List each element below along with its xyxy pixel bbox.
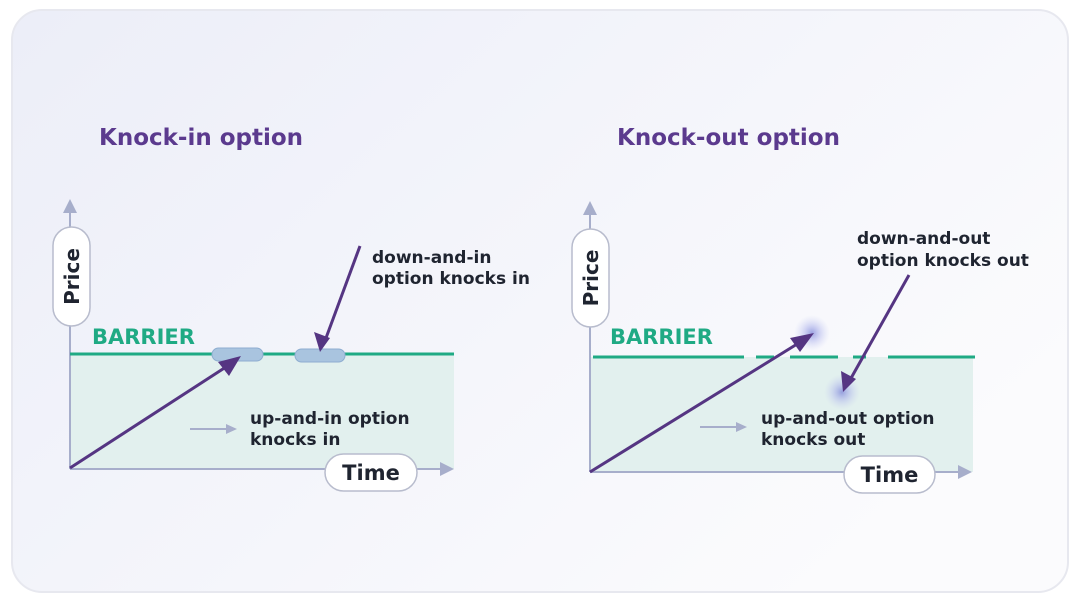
knock-out-down-annotation: down-and-out option knocks out (857, 229, 1029, 271)
knock-in-price-label: Price (60, 248, 84, 305)
knock-out-down-price-path (848, 274, 911, 381)
knock-out-up-arrowhead (790, 333, 814, 352)
knock-in-title: Knock-in option (99, 125, 303, 151)
knock-in-down-price-path (324, 245, 362, 339)
knock-in-up-price-path (69, 363, 230, 470)
knock-out-down-annotation-line2: option knocks out (857, 251, 1029, 271)
knock-out-price-label: Price (579, 250, 603, 307)
knock-in-panel: Knock-in option BARRIER Price Time down-… (52, 125, 530, 492)
knock-in-legend-arrowhead (226, 424, 237, 434)
knock-in-up-arrowhead (218, 356, 241, 376)
knock-out-down-arrowhead (841, 371, 856, 392)
knock-out-up-annotation: up-and-out option knocks out (761, 409, 940, 450)
knock-out-y-axis-arrowhead (583, 201, 597, 215)
knock-in-down-annotation-line2: option knocks in (372, 269, 530, 289)
knock-in-x-axis-arrowhead (440, 462, 454, 476)
knock-in-price-pill (52, 226, 91, 327)
knock-in-up-annotation: up-and-in option knocks in (250, 409, 415, 450)
knock-out-up-price-path (589, 339, 803, 474)
card-background (11, 9, 1069, 593)
knock-out-panel: Knock-out option BARRIER Price Time (571, 125, 1029, 494)
knock-out-legend-arrowhead (736, 422, 747, 432)
knock-out-up-annotation-line2: knocks out (761, 430, 865, 450)
knock-out-time-pill (843, 455, 936, 494)
knock-in-y-axis-arrowhead (63, 199, 77, 213)
knock-in-down-annotation: down-and-in option knocks in (372, 248, 530, 289)
knock-out-x-axis-arrowhead (958, 465, 972, 479)
knock-in-zone (70, 355, 454, 469)
knock-out-title: Knock-out option (617, 125, 840, 151)
knock-out-time-label: Time (861, 463, 919, 487)
knock-in-barrier-label: BARRIER (92, 325, 195, 349)
knock-in-up-annotation-line1: up-and-in option (250, 409, 410, 429)
knock-in-up-annotation-line2: knocks in (250, 430, 340, 450)
knock-in-time-pill (324, 453, 418, 492)
knock-in-down-arrowhead (314, 332, 330, 352)
knock-in-down-annotation-line1: down-and-in (372, 248, 491, 268)
knock-out-down-annotation-line1: down-and-out (857, 229, 990, 249)
knock-out-up-annotation-line1: up-and-out option (761, 409, 935, 429)
knock-out-zone (590, 357, 973, 472)
knock-out-price-pill (571, 228, 610, 328)
knock-out-barrier-label: BARRIER (610, 325, 713, 349)
knock-in-time-label: Time (342, 461, 400, 485)
